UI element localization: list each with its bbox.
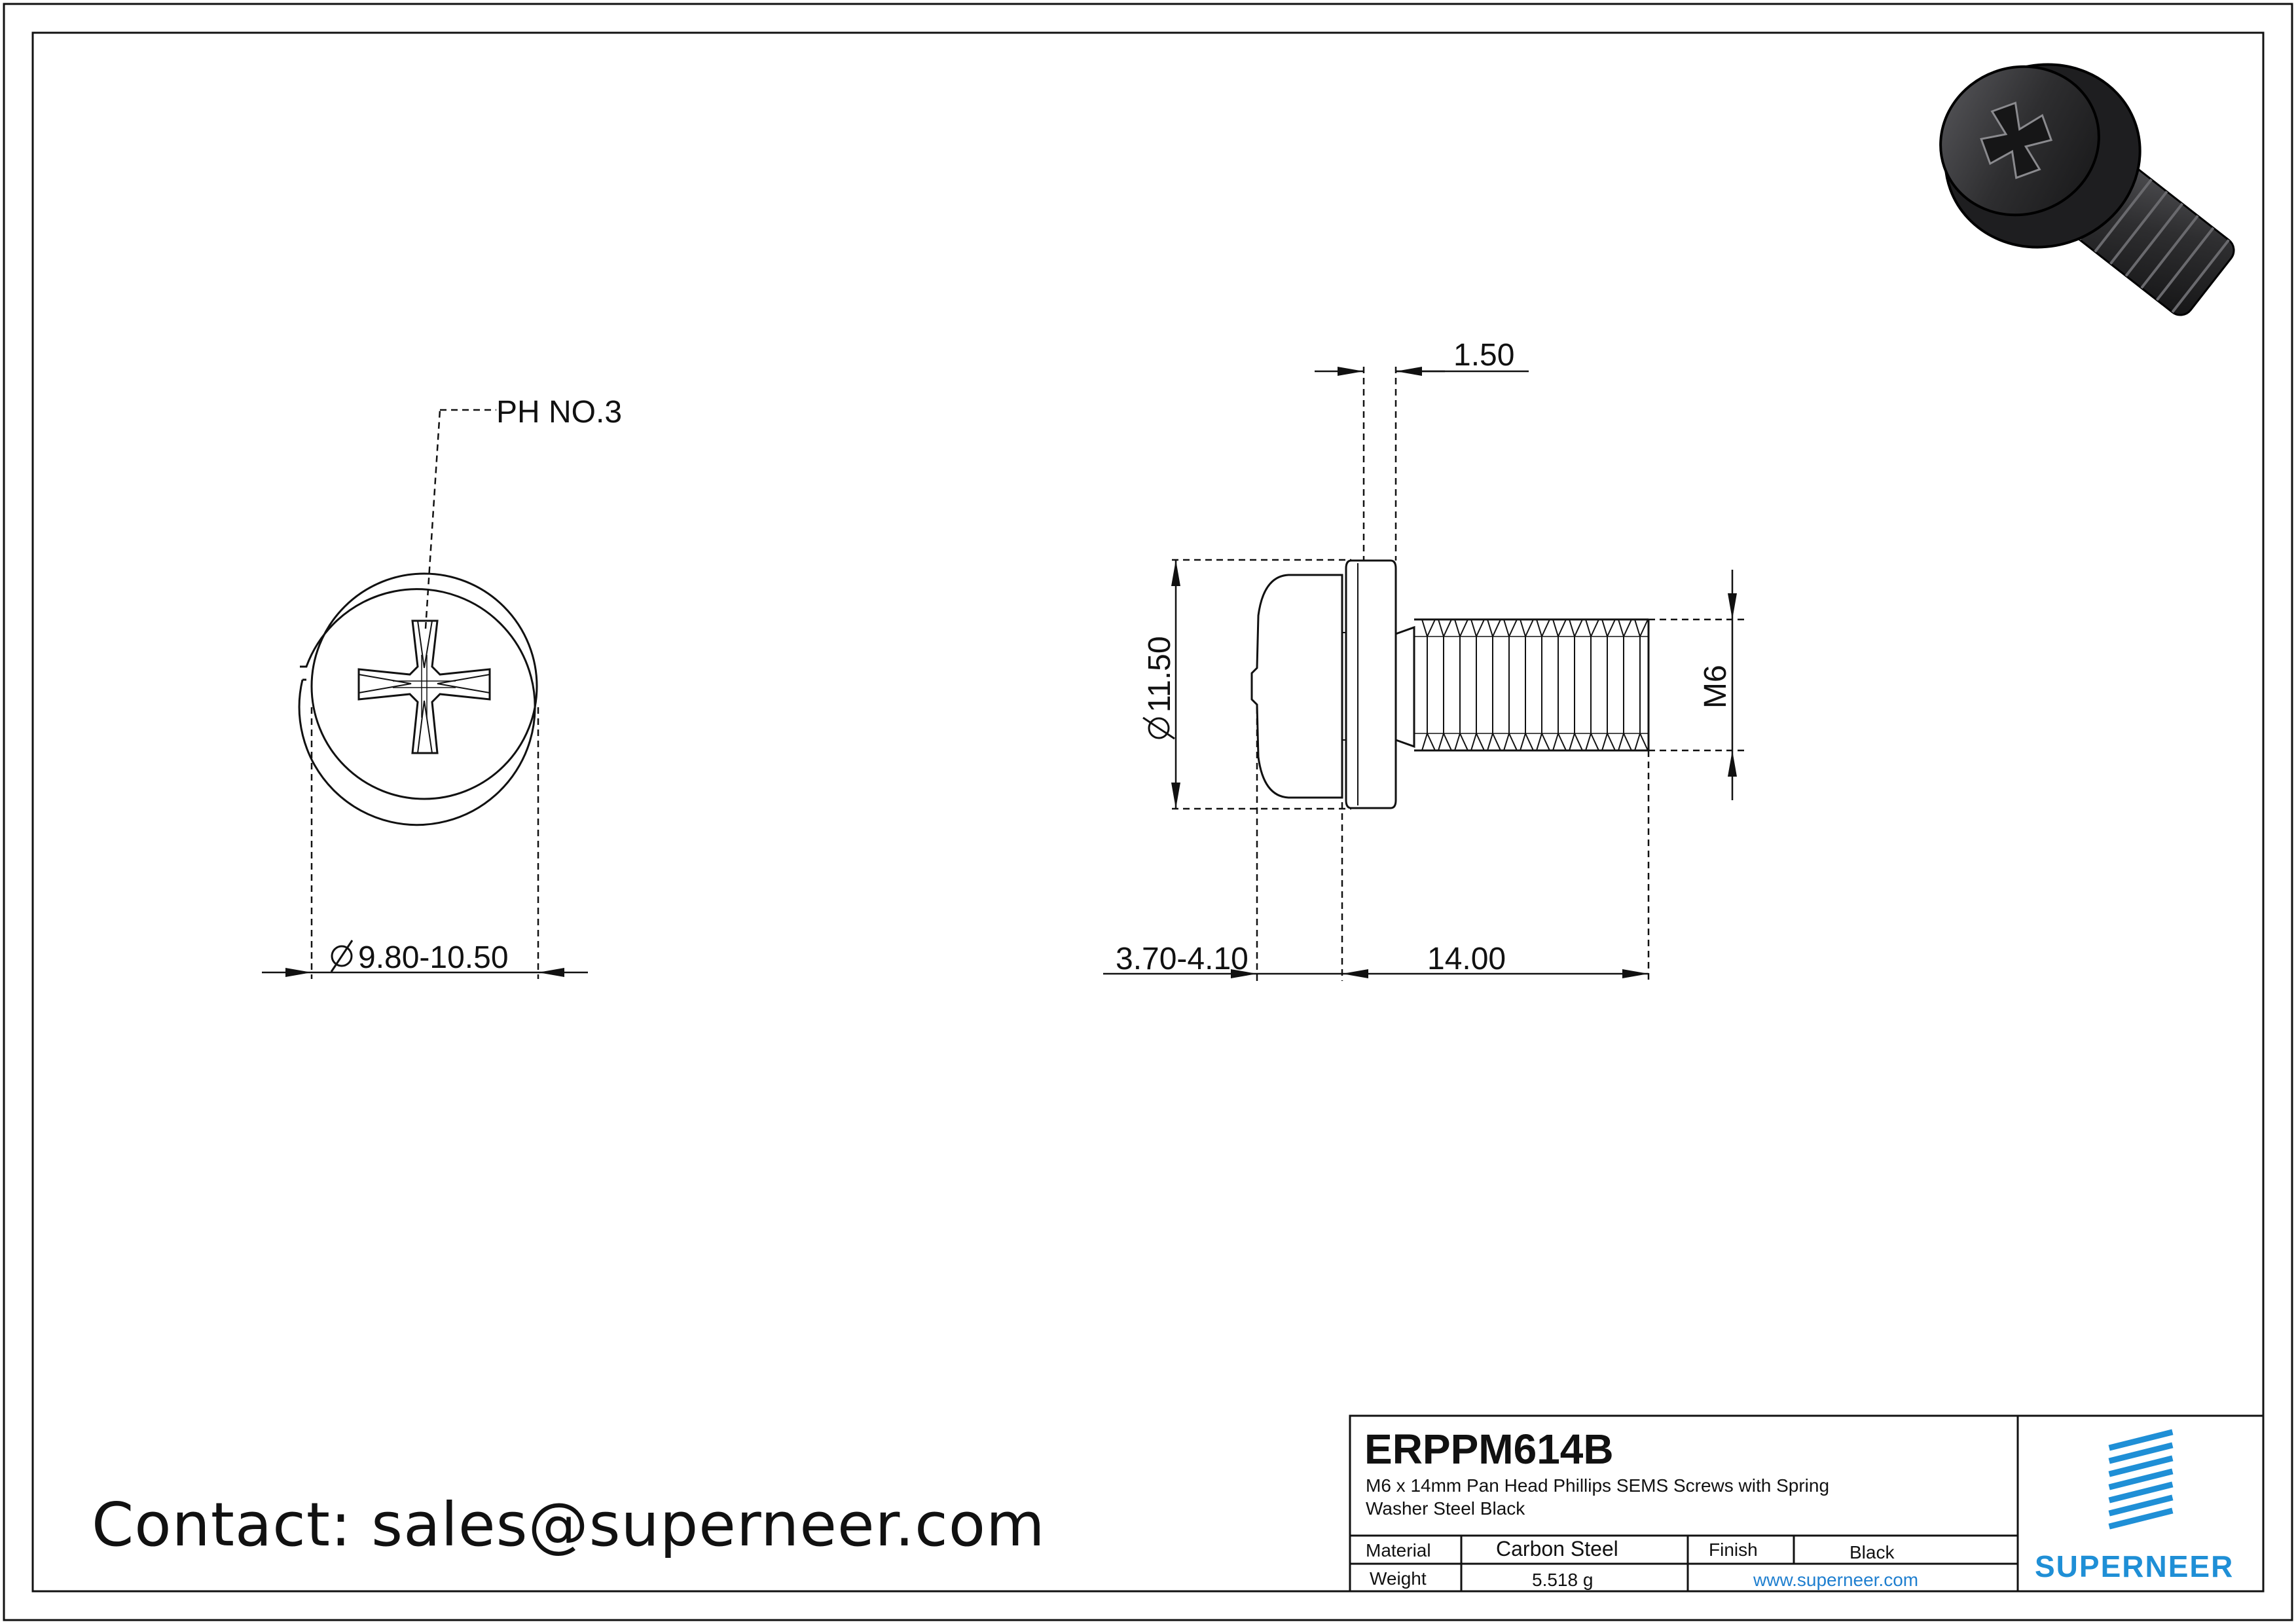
- thread-flank: [1590, 733, 1599, 751]
- thread-flank: [1508, 619, 1518, 637]
- side-view: [1250, 559, 1650, 809]
- dim-washer-thickness: 1.50: [1453, 338, 1514, 373]
- phillips-cross: [357, 619, 491, 754]
- material-label: Material: [1366, 1540, 1431, 1560]
- thread-flank: [1427, 733, 1436, 751]
- dim-head-diameter: 9.80-10.50: [358, 940, 509, 975]
- thread-flank: [1607, 619, 1616, 637]
- finish-value: Black: [1850, 1542, 1895, 1562]
- superneer-logo-icon: [2108, 1429, 2174, 1530]
- weight-label: Weight: [1370, 1568, 1427, 1589]
- thread-flank: [1459, 733, 1468, 751]
- thread-crest: [1454, 619, 1461, 751]
- thread-flank: [1427, 619, 1436, 637]
- part-number: ERPPM614B: [1364, 1426, 1614, 1473]
- description-line2: Washer Steel Black: [1366, 1498, 1525, 1519]
- thread-shank: [1395, 625, 1415, 748]
- thread-crest: [1421, 619, 1428, 751]
- description-line1: M6 x 14mm Pan Head Phillips SEMS Screws …: [1366, 1475, 1829, 1496]
- front-view: [298, 572, 538, 826]
- thread-crest: [1487, 619, 1493, 751]
- dim-head-height: 3.70-4.10: [1116, 942, 1248, 976]
- thread-flank: [1574, 619, 1583, 637]
- website-link[interactable]: www.superneer.com: [1753, 1570, 1918, 1590]
- pan-head: [1250, 574, 1343, 799]
- thread-flank: [1476, 733, 1485, 751]
- thread-flank: [1639, 733, 1649, 751]
- thread-crests: [1421, 619, 1649, 751]
- dim-washer-diameter: 11.50: [1142, 636, 1177, 712]
- thread-flank: [1525, 733, 1534, 751]
- spring-washer: [1345, 559, 1397, 809]
- thread-flank: [1541, 733, 1550, 751]
- thread-crest: [1569, 619, 1575, 751]
- thread-flank: [1492, 733, 1501, 751]
- thread-crest: [1585, 619, 1592, 751]
- thread-flank: [1443, 733, 1452, 751]
- thread-flank: [1459, 619, 1468, 637]
- weight-value: 5.518 g: [1532, 1570, 1593, 1590]
- title-block: [1349, 1414, 2265, 1593]
- head-circle: [310, 572, 538, 800]
- finish-label: Finish: [1709, 1540, 1758, 1560]
- screw-3d-render: [1939, 63, 2235, 316]
- drive-callout: PH NO.3: [496, 395, 622, 430]
- thread-flank: [1574, 733, 1583, 751]
- thread-flank: [1607, 733, 1616, 751]
- thread-flank: [1492, 619, 1501, 637]
- thread-crest: [1520, 619, 1526, 751]
- outer-border: [3, 3, 2293, 1621]
- thread-flank: [1476, 619, 1485, 637]
- diameter-symbol: [330, 940, 354, 972]
- thread-flank: [1525, 619, 1534, 637]
- thread-crest: [1438, 619, 1444, 751]
- brand-name: SUPERNEER: [2035, 1549, 2234, 1583]
- material-value: Carbon Steel: [1496, 1537, 1618, 1560]
- dim-length: 14.00: [1427, 942, 1506, 976]
- washer-outline: [298, 588, 536, 826]
- thread-crest: [1470, 619, 1477, 751]
- thread-flank: [1508, 733, 1518, 751]
- thread-crest: [1552, 619, 1559, 751]
- diameter-symbol-side: [1142, 716, 1175, 740]
- thread-crest: [1601, 619, 1608, 751]
- thread-flank: [1443, 619, 1452, 637]
- thread-flank: [1541, 619, 1550, 637]
- thread-crest: [1503, 619, 1510, 751]
- thread-flank: [1623, 733, 1632, 751]
- inner-border: [31, 31, 2265, 1593]
- dim-thread: M6: [1698, 665, 1733, 709]
- contact-email: Contact: sales@superneer.com: [92, 1490, 1046, 1560]
- thread-crest: [1634, 619, 1641, 751]
- thread-flank: [1623, 619, 1632, 637]
- thread-crest: [1536, 619, 1542, 751]
- thread-flank: [1639, 619, 1649, 637]
- thread-flank: [1558, 619, 1567, 637]
- thread-flank: [1590, 619, 1599, 637]
- thread-flank: [1558, 733, 1567, 751]
- thread-crest: [1618, 619, 1624, 751]
